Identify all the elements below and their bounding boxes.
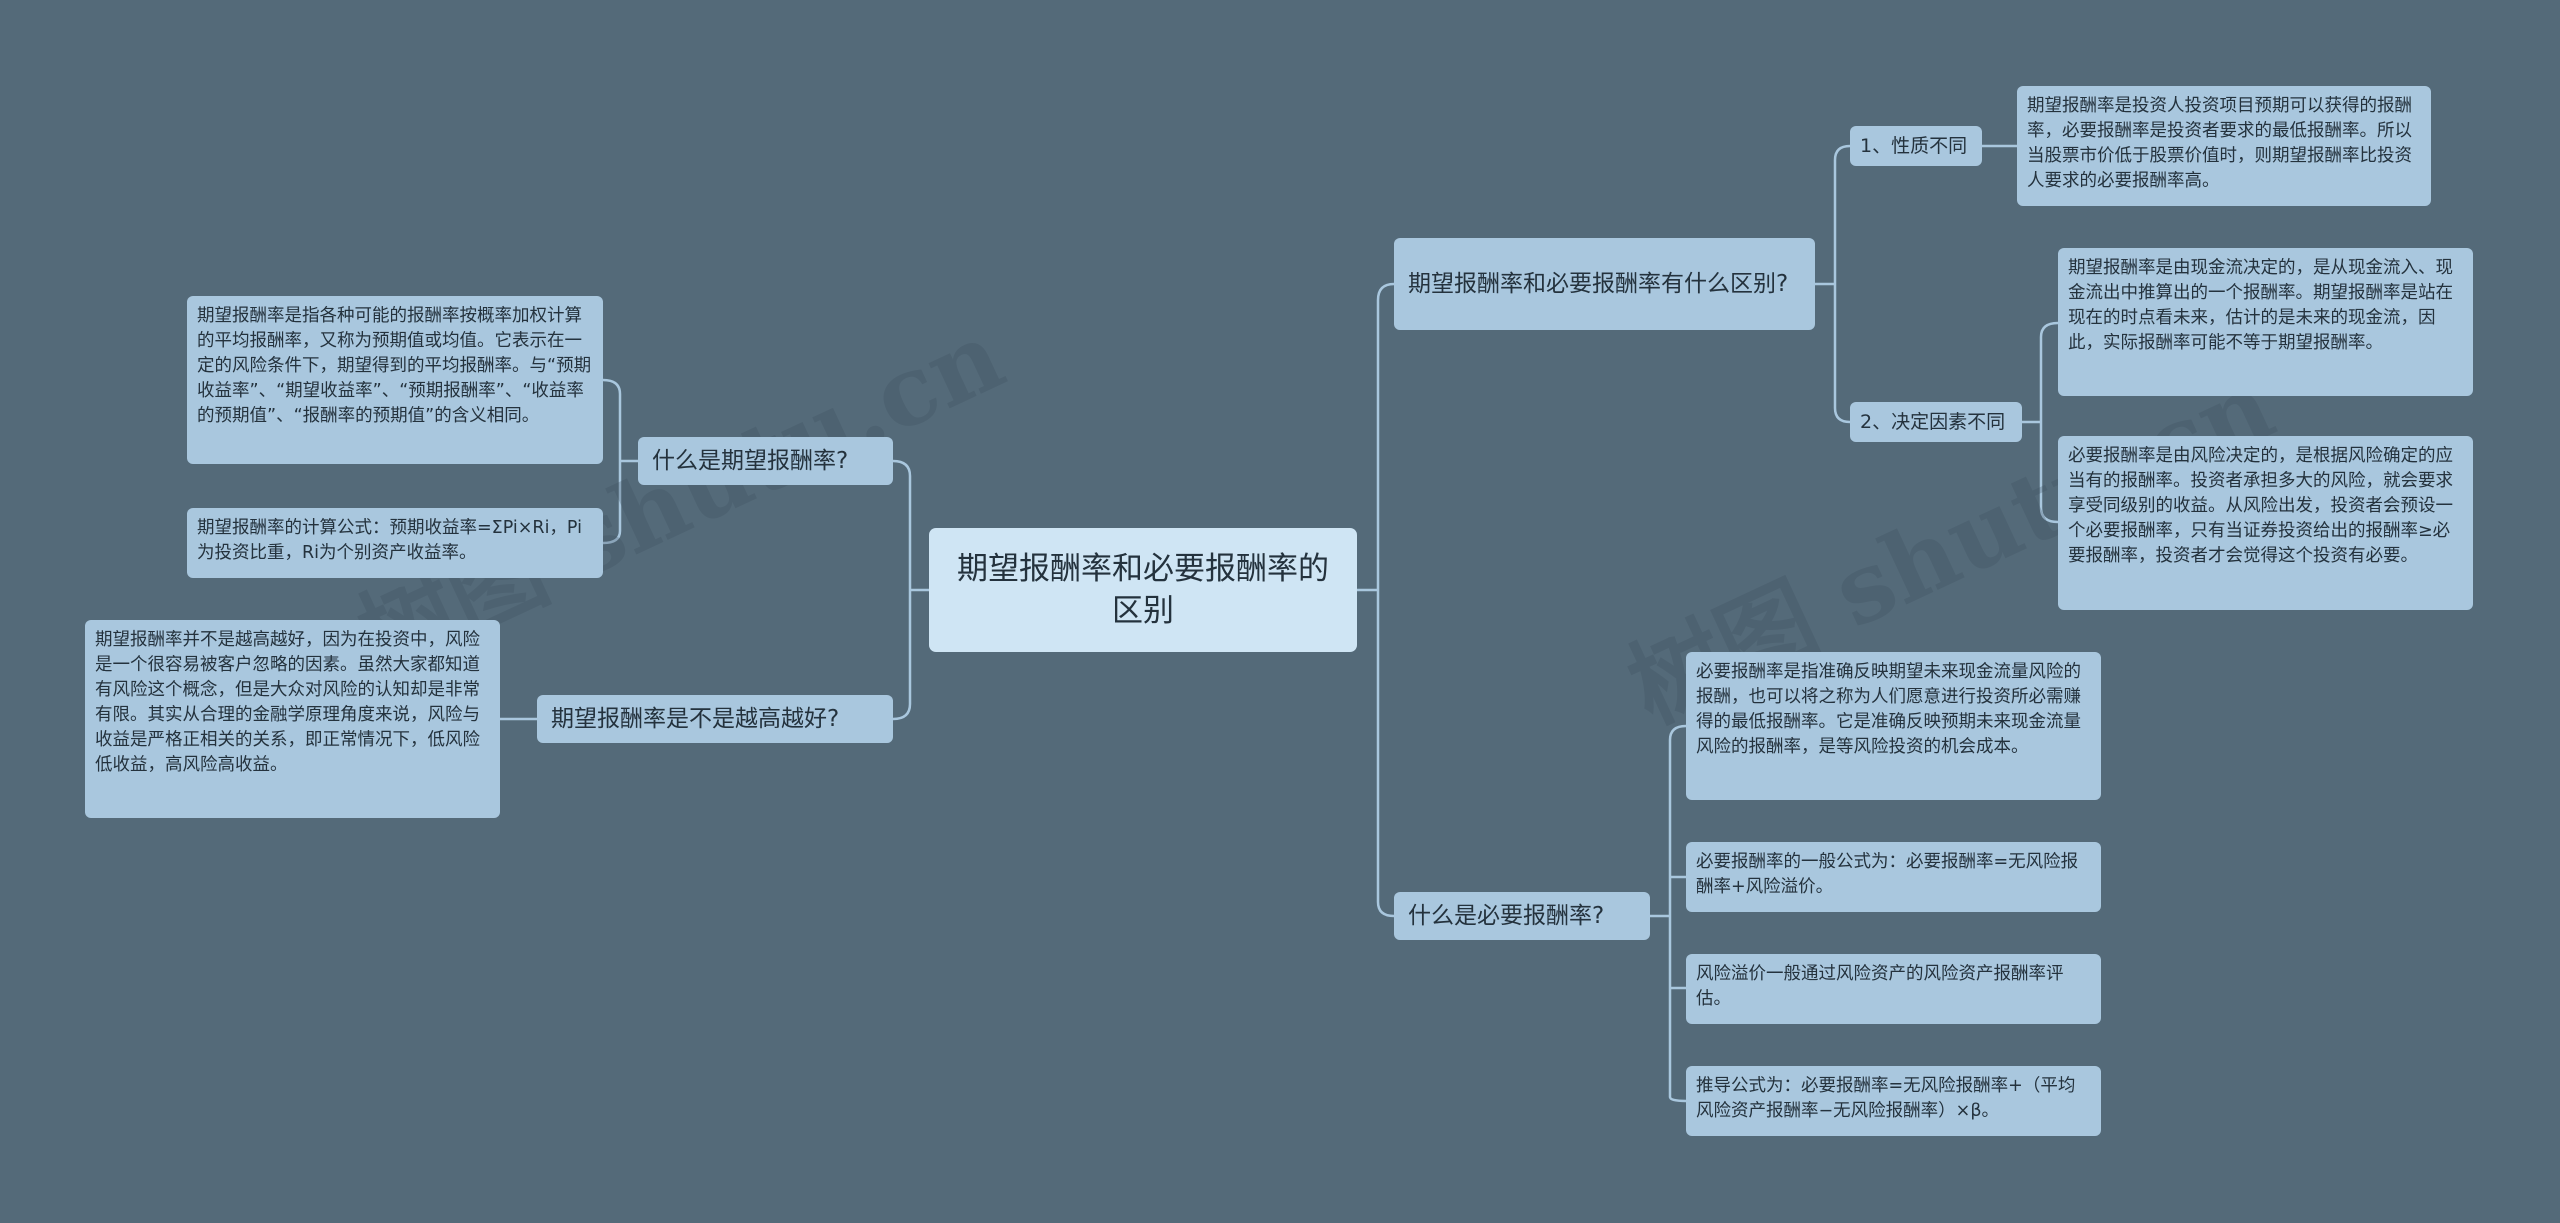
topic-required-label: 什么是必要报酬率?: [1408, 903, 1605, 929]
link-to-factors: [1833, 407, 1851, 424]
leaf-factors-cashflow-text: 期望报酬率是由现金流决定的，是从现金流入、现金流出中推算出的一个报酬率。期望报酬…: [2068, 258, 2453, 353]
leaf-factors-risk[interactable]: 必要报酬率是由风险决定的，是根据风险确定的应当有的报酬率。投资者承担多大的风险，…: [2058, 436, 2473, 610]
link-to-difference: [1376, 282, 1395, 301]
subtopic-nature[interactable]: 1、性质不同: [1850, 126, 1982, 166]
leaf-nature[interactable]: 期望报酬率是投资人投资项目预期可以获得的报酬率，必要报酬率是投资者要求的最低报酬…: [2017, 86, 2431, 206]
link-to-expected: [892, 459, 912, 477]
leaf-expected-definition-text: 期望报酬率是指各种可能的报酬率按概率加权计算的平均报酬率，又称为预期值或均值。它…: [197, 306, 592, 426]
topic-higher[interactable]: 期望报酬率是不是越高越好?: [537, 695, 893, 743]
leaf-required-derivation[interactable]: 推导公式为：必要报酬率=无风险报酬率+（平均风险资产报酬率−无风险报酬率）×β。: [1686, 1066, 2101, 1136]
subtopic-factors[interactable]: 2、决定因素不同: [1850, 402, 2022, 442]
leaf-expected-definition[interactable]: 期望报酬率是指各种可能的报酬率按概率加权计算的平均报酬率，又称为预期值或均值。它…: [187, 296, 603, 464]
leaf-required-premium-text: 风险溢价一般通过风险资产的风险资产报酬率评估。: [1696, 964, 2064, 1009]
leaf-required-definition[interactable]: 必要报酬率是指准确反映期望未来现金流量风险的报酬，也可以将之称为人们愿意进行投资…: [1686, 652, 2101, 800]
link-to-required: [1376, 901, 1395, 918]
link-to-expected-leaf2: [602, 530, 622, 545]
link-to-expected-leaf1: [602, 378, 622, 395]
topic-difference[interactable]: 期望报酬率和必要报酬率有什么区别?: [1394, 238, 1815, 330]
leaf-required-definition-text: 必要报酬率是指准确反映期望未来现金流量风险的报酬，也可以将之称为人们愿意进行投资…: [1696, 662, 2081, 757]
subtopic-nature-label: 1、性质不同: [1860, 135, 1968, 157]
leaf-expected-formula[interactable]: 期望报酬率的计算公式：预期收益率=ΣPi×Ri，Pi为投资比重，Ri为个别资产收…: [187, 508, 603, 578]
leaf-nature-text: 期望报酬率是投资人投资项目预期可以获得的报酬率，必要报酬率是投资者要求的最低报酬…: [2027, 96, 2412, 191]
leaf-factors-risk-text: 必要报酬率是由风险决定的，是根据风险确定的应当有的报酬率。投资者承担多大的风险，…: [2068, 446, 2453, 566]
root-node[interactable]: 期望报酬率和必要报酬率的区别: [929, 528, 1357, 652]
topic-higher-label: 期望报酬率是不是越高越好?: [551, 706, 840, 732]
leaf-expected-formula-text: 期望报酬率的计算公式：预期收益率=ΣPi×Ri，Pi为投资比重，Ri为个别资产收…: [197, 518, 582, 563]
subtopic-factors-label: 2、决定因素不同: [1860, 411, 2006, 433]
link-to-nature: [1833, 144, 1851, 161]
link-to-required-leaf4: [1668, 1096, 1687, 1103]
leaf-higher-explanation[interactable]: 期望报酬率并不是越高越好，因为在投资中，风险是一个很容易被客户忽略的因素。虽然大…: [85, 620, 500, 818]
link-to-factors-text1: [2039, 321, 2059, 338]
link-to-required-leaf1: [1668, 724, 1687, 741]
leaf-required-formula[interactable]: 必要报酬率的一般公式为：必要报酬率=无风险报酬率+风险溢价。: [1686, 842, 2101, 912]
leaf-higher-explanation-text: 期望报酬率并不是越高越好，因为在投资中，风险是一个很容易被客户忽略的因素。虽然大…: [95, 630, 480, 775]
leaf-required-premium[interactable]: 风险溢价一般通过风险资产的风险资产报酬率评估。: [1686, 954, 2101, 1024]
topic-expected-label: 什么是期望报酬率?: [652, 448, 849, 474]
link-to-higher: [892, 703, 912, 721]
topic-difference-label: 期望报酬率和必要报酬率有什么区别?: [1408, 271, 1789, 297]
leaf-factors-cashflow[interactable]: 期望报酬率是由现金流决定的，是从现金流入、现金流出中推算出的一个报酬率。期望报酬…: [2058, 248, 2473, 396]
topic-expected[interactable]: 什么是期望报酬率?: [638, 437, 893, 485]
leaf-required-derivation-text: 推导公式为：必要报酬率=无风险报酬率+（平均风险资产报酬率−无风险报酬率）×β。: [1696, 1076, 2076, 1121]
link-to-factors-text2: [2039, 507, 2059, 524]
root-title: 期望报酬率和必要报酬率的区别: [957, 551, 1329, 629]
leaf-required-formula-text: 必要报酬率的一般公式为：必要报酬率=无风险报酬率+风险溢价。: [1696, 852, 2079, 897]
topic-required[interactable]: 什么是必要报酬率?: [1394, 892, 1650, 940]
